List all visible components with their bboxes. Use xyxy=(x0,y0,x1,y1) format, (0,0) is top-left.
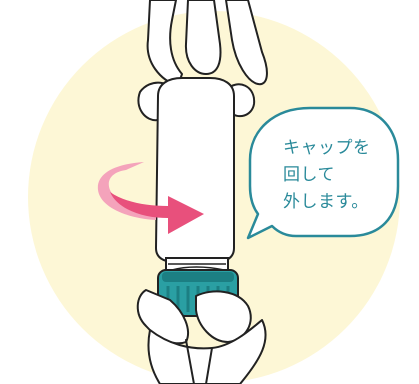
lower-hand xyxy=(136,289,267,384)
instruction-line-3: 外します。 xyxy=(283,192,369,212)
bottle-body xyxy=(154,77,235,263)
instruction-line-2: 回して xyxy=(283,165,335,185)
speech-bubble xyxy=(246,106,400,240)
instruction-line-1: キャップを xyxy=(283,138,371,158)
rotate-arrow-icon xyxy=(97,162,204,234)
instruction-text: キャップを 回して 外します。 xyxy=(283,135,413,216)
